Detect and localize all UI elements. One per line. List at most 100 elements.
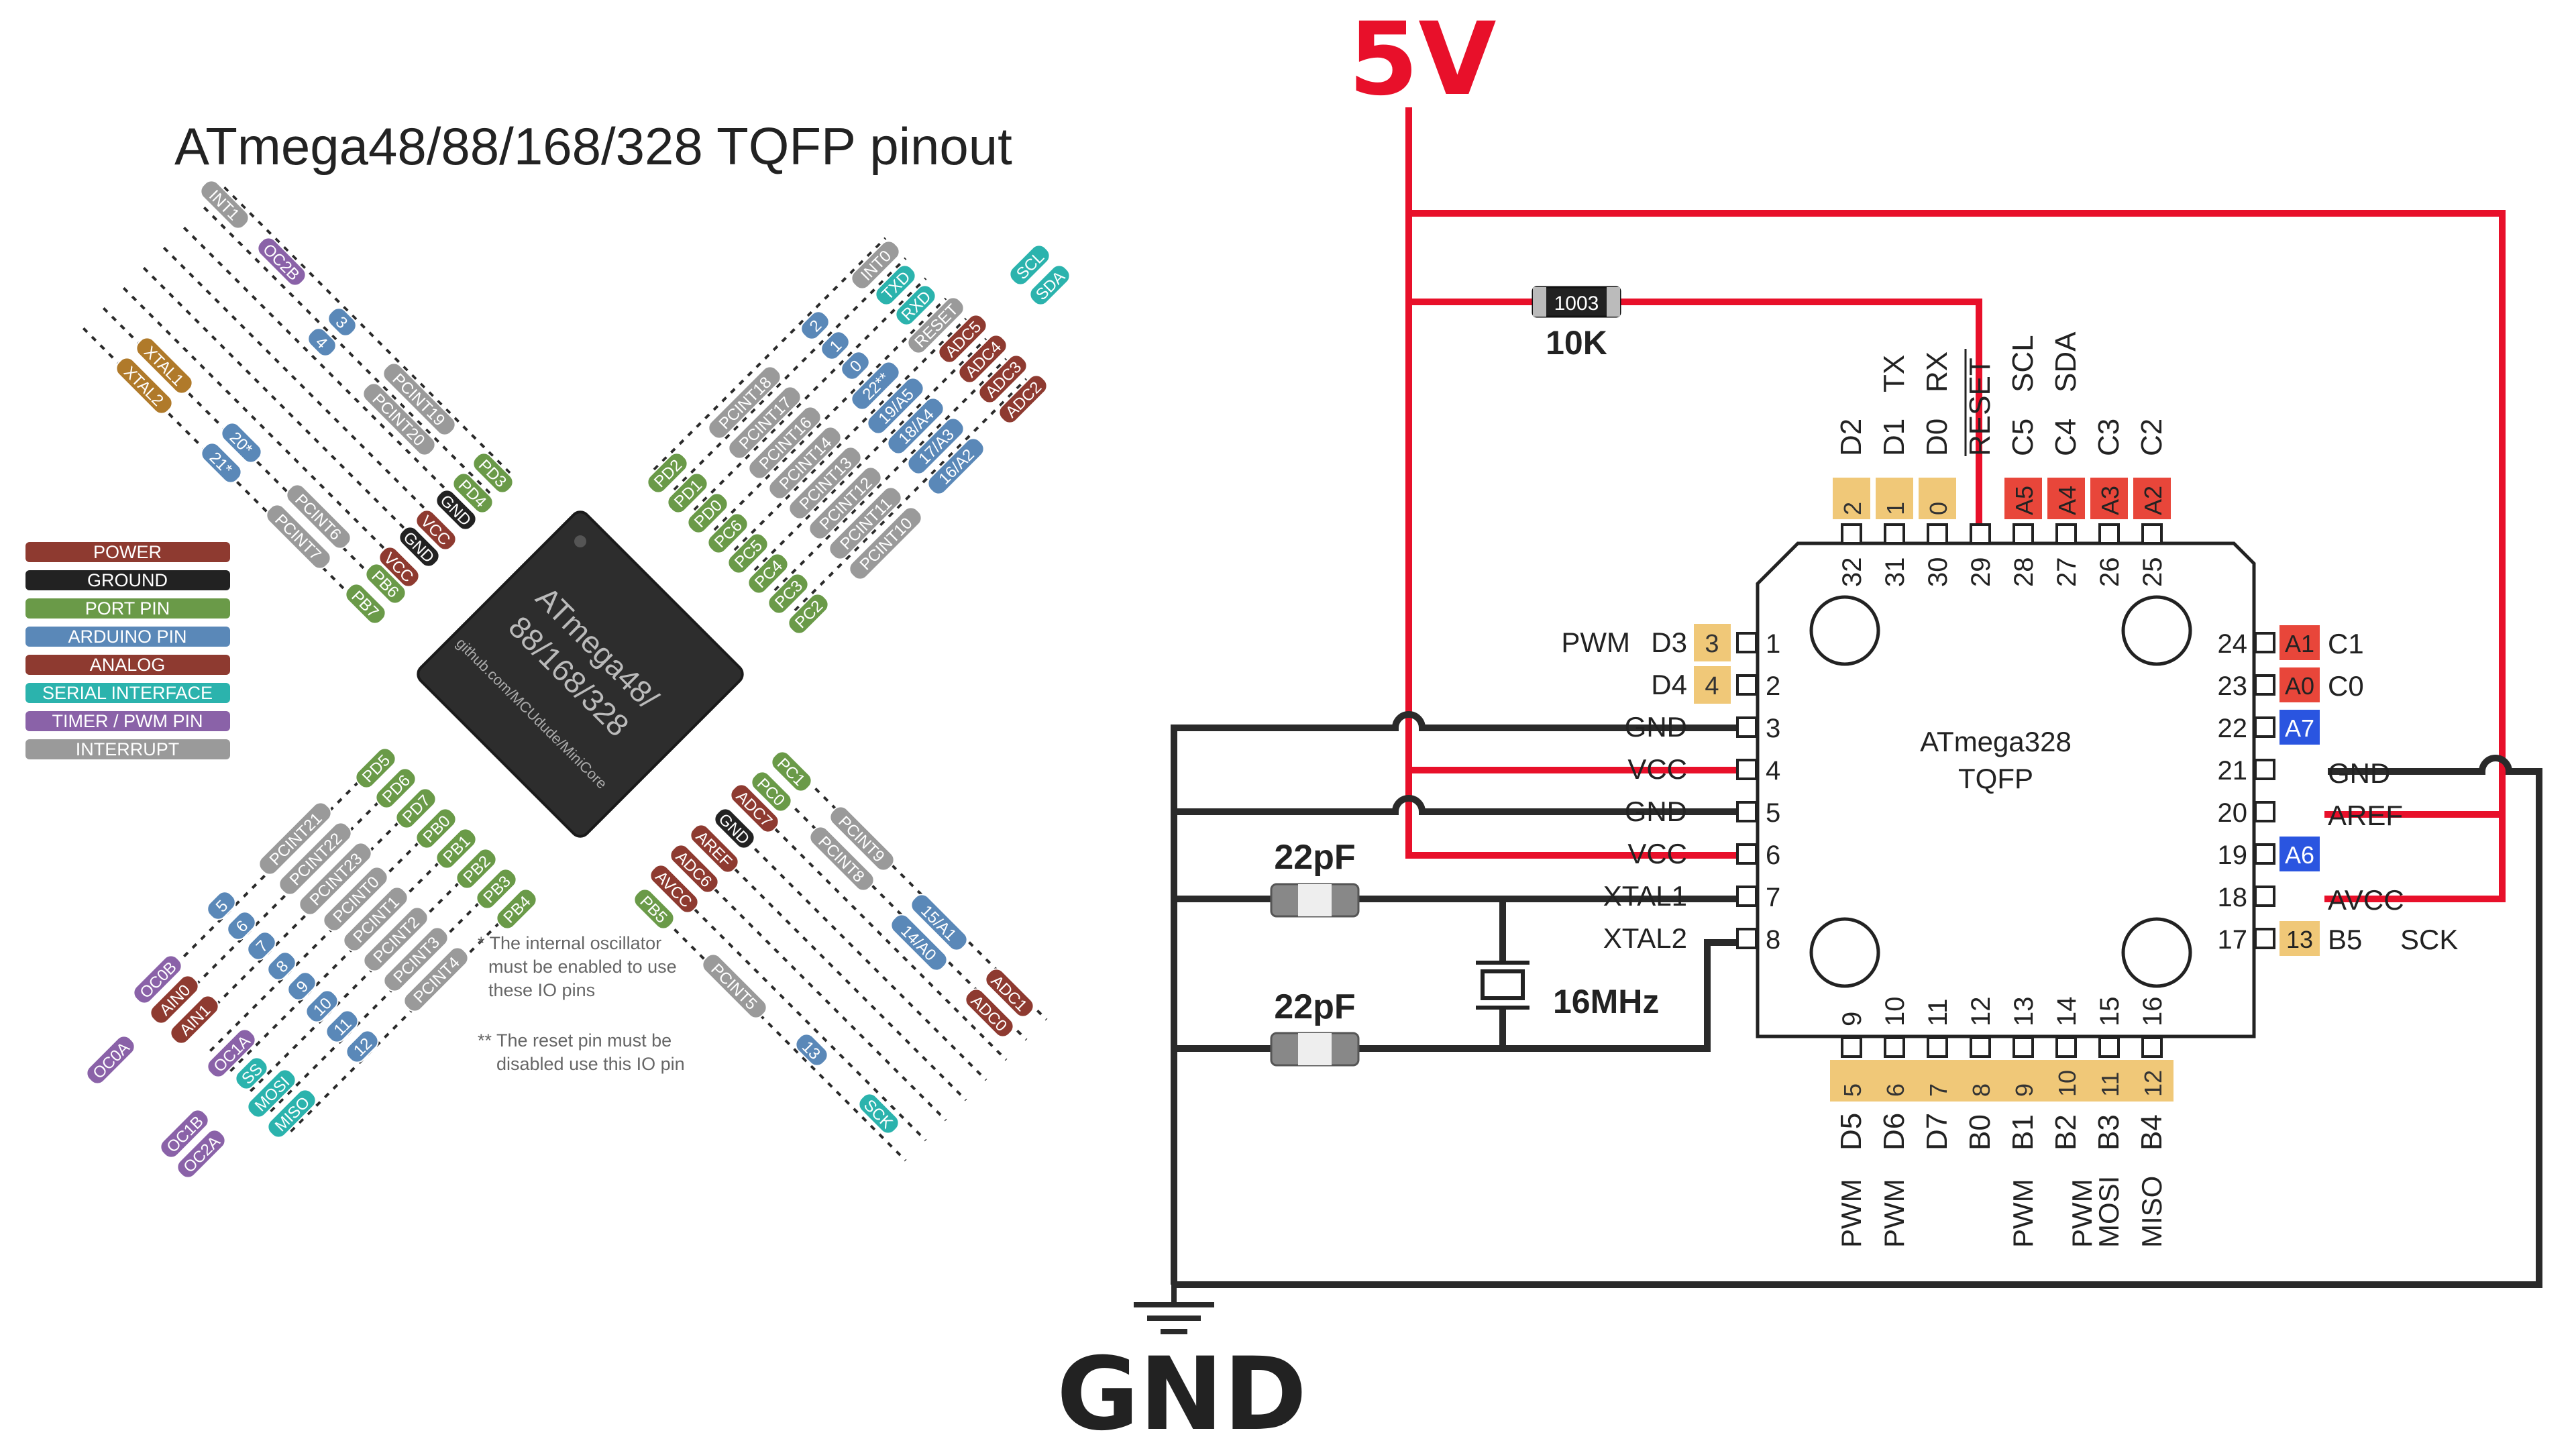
pin-port: XTAL1: [1603, 880, 1687, 912]
pin-box-label: 9: [2010, 1083, 2038, 1097]
ground-symbol: [1134, 1285, 1214, 1334]
pin-tag: SCK: [858, 1093, 900, 1134]
right-pin: 21 GND: [2218, 756, 2391, 789]
legend-item: ARDUINO PIN: [25, 627, 230, 647]
pin-tag: PC1: [771, 751, 812, 792]
pin-box-label: 6: [1882, 1083, 1909, 1097]
pin-alt: TX: [1878, 355, 1911, 392]
pin-alt: PWM: [1878, 1179, 1910, 1248]
pin-number: 25: [2138, 557, 2167, 588]
pin-number: 4: [1766, 756, 1780, 786]
pin-box-label: 1: [1882, 502, 1909, 515]
pin-alt: RX: [1921, 352, 1953, 392]
pin-number: 28: [2009, 557, 2039, 588]
legend-item: GROUND: [25, 570, 230, 590]
pin-tag: PCINT5: [702, 953, 767, 1019]
pin-tag: OC0A: [86, 1035, 136, 1085]
pin-number: 15: [2095, 997, 2125, 1027]
pin-number: 27: [2052, 557, 2082, 588]
pin-lead: [757, 810, 1008, 1061]
pin-tag: 1: [820, 331, 850, 360]
pin-port: GND: [2328, 757, 2390, 789]
schematic-pins: 322D2311D1TX300D0RX29RESET28A5C5SCL27A4C…: [1561, 331, 2458, 1248]
pin-number: 21: [2218, 756, 2248, 786]
pin-box-label: 3: [1705, 630, 1719, 658]
pin-number: 9: [1837, 1012, 1867, 1026]
pin-tag: PD4: [452, 472, 494, 514]
footnotes: * The internal oscillator must be enable…: [478, 933, 685, 1074]
cap-bottom-label: 22pF: [1274, 987, 1355, 1026]
pin-port: D6: [1878, 1113, 1911, 1150]
pin-port: D2: [1835, 419, 1868, 456]
pin-port: D5: [1835, 1113, 1868, 1150]
pin-box-label: 12: [2139, 1070, 2167, 1097]
crystal-16mhz: [1476, 961, 1529, 1010]
pin-tag: 13: [795, 1033, 828, 1067]
pinout-title: ATmega48/88/168/328 TQFP pinout: [174, 117, 1012, 176]
pin-lead: [737, 830, 987, 1081]
pin-box-label: 10: [2053, 1070, 2081, 1097]
pin-box-label: 13: [2286, 926, 2313, 953]
pin-box-label: 2: [1839, 502, 1866, 515]
pin-number: 20: [2218, 798, 2248, 828]
vcc-wires: [1405, 107, 2506, 902]
pin-box-label: A4: [2053, 486, 2081, 515]
note1-line1: * The internal oscillator: [478, 933, 661, 953]
pin-tag: 0: [841, 351, 870, 380]
ground-wires: [1171, 711, 2542, 1288]
pin-lead: [146, 763, 377, 994]
pin-alt: PWM: [2007, 1179, 2039, 1248]
pin-port: D3: [1651, 627, 1687, 658]
pin-box-label: 11: [2096, 1072, 2124, 1097]
legend-label: ANALOG: [90, 655, 166, 675]
pin-lead: [166, 784, 397, 1014]
pin-number: 17: [2218, 925, 2248, 955]
pin-tag: 9: [287, 971, 317, 1001]
pin-number: 23: [2218, 672, 2248, 701]
pin-lead: [186, 804, 417, 1034]
pin-port: B0: [1964, 1114, 1996, 1150]
pin-alt: MOSI: [2093, 1176, 2125, 1248]
legend-label: GROUND: [87, 570, 168, 590]
legend-label: INTERRUPT: [76, 739, 180, 759]
pin-alt: PWM: [2066, 1179, 2098, 1248]
legend-item: SERIAL INTERFACE: [25, 683, 230, 703]
pin-box-label: 5: [1839, 1083, 1866, 1097]
pin-number: 1: [1766, 629, 1780, 659]
pin-number: 6: [1766, 841, 1780, 870]
pin-number: 26: [2095, 557, 2125, 588]
pin-port: C3: [2092, 419, 2125, 456]
pin-number: 24: [2218, 629, 2248, 659]
note2-line2: disabled use this IO pin: [496, 1054, 685, 1074]
pin-tag: 2: [800, 311, 830, 340]
pin-tag: SCL: [1009, 244, 1051, 286]
pin-lead: [207, 824, 437, 1055]
pin-box-label: A5: [2010, 486, 2038, 515]
pin-number: 14: [2052, 997, 2082, 1027]
pin-alt: PWM: [1561, 627, 1630, 658]
pin-box-label: A1: [2285, 630, 2314, 657]
legend-item: INTERRUPT: [25, 739, 230, 759]
pin-tag: OC2B: [257, 237, 307, 286]
pin-number: 30: [1923, 557, 1953, 588]
pin-lead: [180, 223, 471, 515]
pin-port: B4: [2135, 1114, 2168, 1150]
pin-port: D4: [1651, 669, 1687, 700]
pin-port: GND: [1625, 711, 1687, 743]
pin-port: B3: [2092, 1114, 2125, 1150]
pin-number: 22: [2218, 714, 2248, 743]
pin-port: B2: [2049, 1114, 2082, 1150]
